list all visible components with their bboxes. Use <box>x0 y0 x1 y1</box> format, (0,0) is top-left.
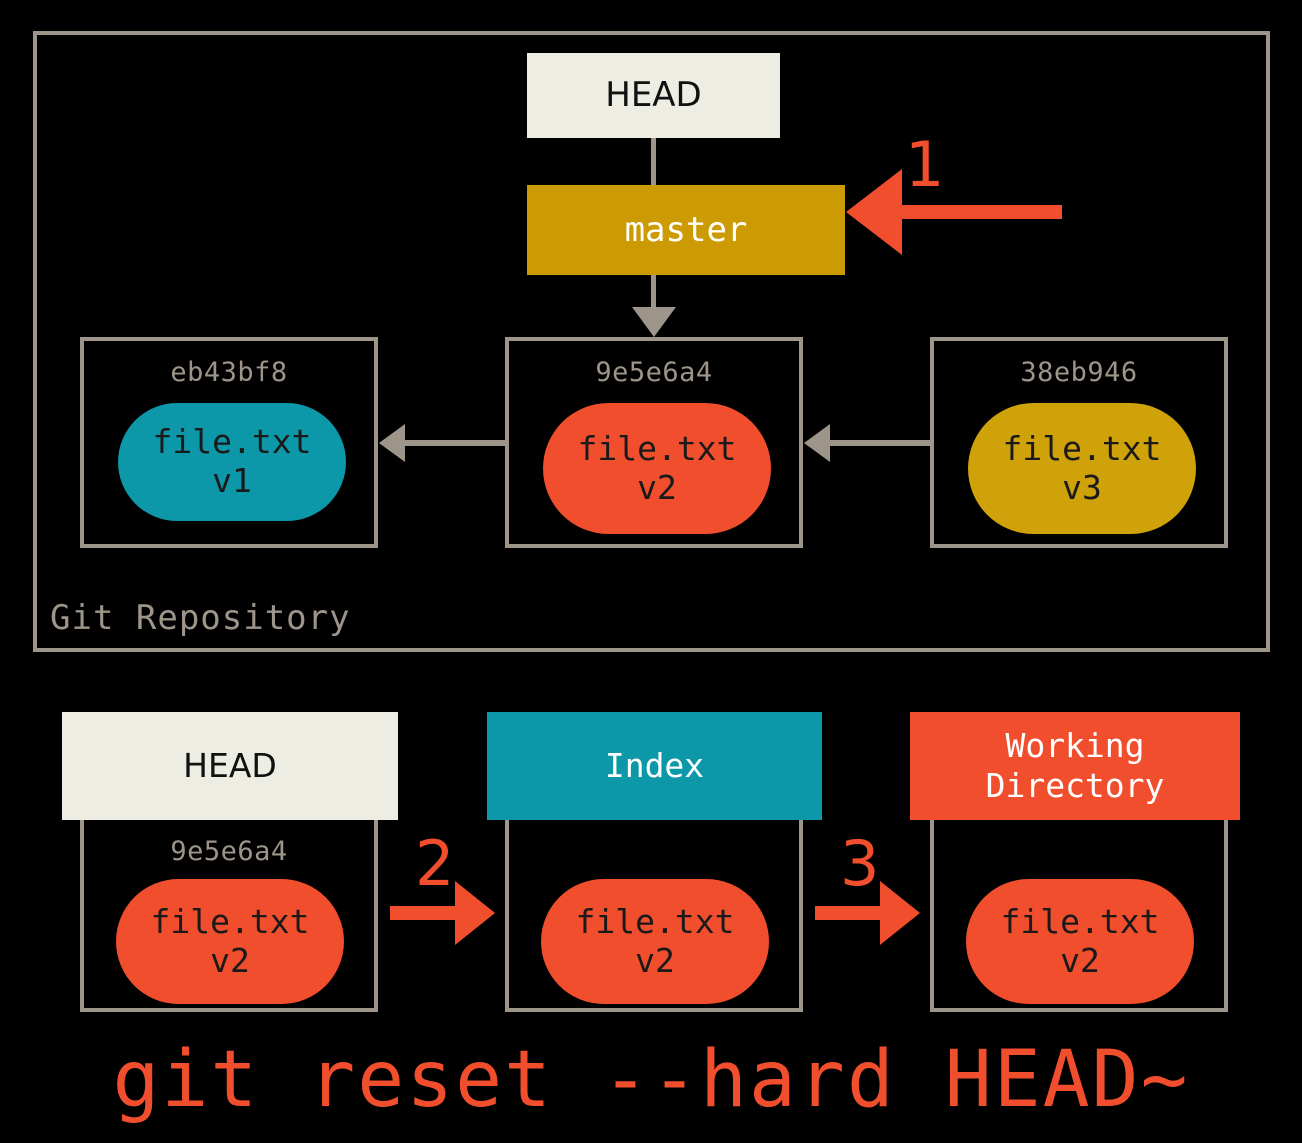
commit-blob: file.txt v2 <box>543 403 771 534</box>
commit-parent-arrow-2-to-1 <box>405 440 505 446</box>
command-caption: git reset --hard HEAD~ <box>112 1035 1190 1125</box>
stage-body-working-directory: file.txt v2 <box>930 820 1228 1012</box>
master-branch-box: master <box>527 185 845 275</box>
commit-box-eb43bf8: eb43bf8 file.txt v1 <box>80 337 378 548</box>
step-2-number: 2 <box>415 827 455 900</box>
git-repository-frame <box>33 31 1270 652</box>
commit-hash: 38eb946 <box>1020 357 1138 388</box>
stage-blob: file.txt v2 <box>966 879 1194 1004</box>
stage-body-index: file.txt v2 <box>505 820 803 1012</box>
commit-box-9e5e6a4: 9e5e6a4 file.txt v2 <box>505 337 803 548</box>
stage-header-working-directory: Working Directory <box>910 712 1240 820</box>
commit-hash: 9e5e6a4 <box>595 357 713 388</box>
stage-header-head: HEAD <box>62 712 398 820</box>
stage-header-index: Index <box>487 712 822 820</box>
commit-box-38eb946: 38eb946 file.txt v3 <box>930 337 1228 548</box>
git-repository-label: Git Repository <box>50 598 351 638</box>
stage-blob: file.txt v2 <box>116 879 344 1004</box>
head-to-master-connector <box>651 138 656 186</box>
head-pointer-box: HEAD <box>527 53 780 138</box>
stage-body-head: 9e5e6a4 file.txt v2 <box>80 820 378 1012</box>
step-2-arrow <box>390 906 455 920</box>
commit-hash: eb43bf8 <box>170 357 288 388</box>
step-1-arrow <box>902 205 1062 219</box>
master-to-commit-arrow <box>651 275 656 307</box>
step-3-arrow <box>815 906 880 920</box>
commit-parent-arrow-3-to-2 <box>830 440 930 446</box>
step-3-number: 3 <box>840 827 880 900</box>
stage-hash: 9e5e6a4 <box>170 836 288 867</box>
step-1-number: 1 <box>905 128 945 201</box>
commit-blob: file.txt v1 <box>118 403 346 521</box>
stage-blob: file.txt v2 <box>541 879 769 1004</box>
commit-blob: file.txt v3 <box>968 403 1196 534</box>
